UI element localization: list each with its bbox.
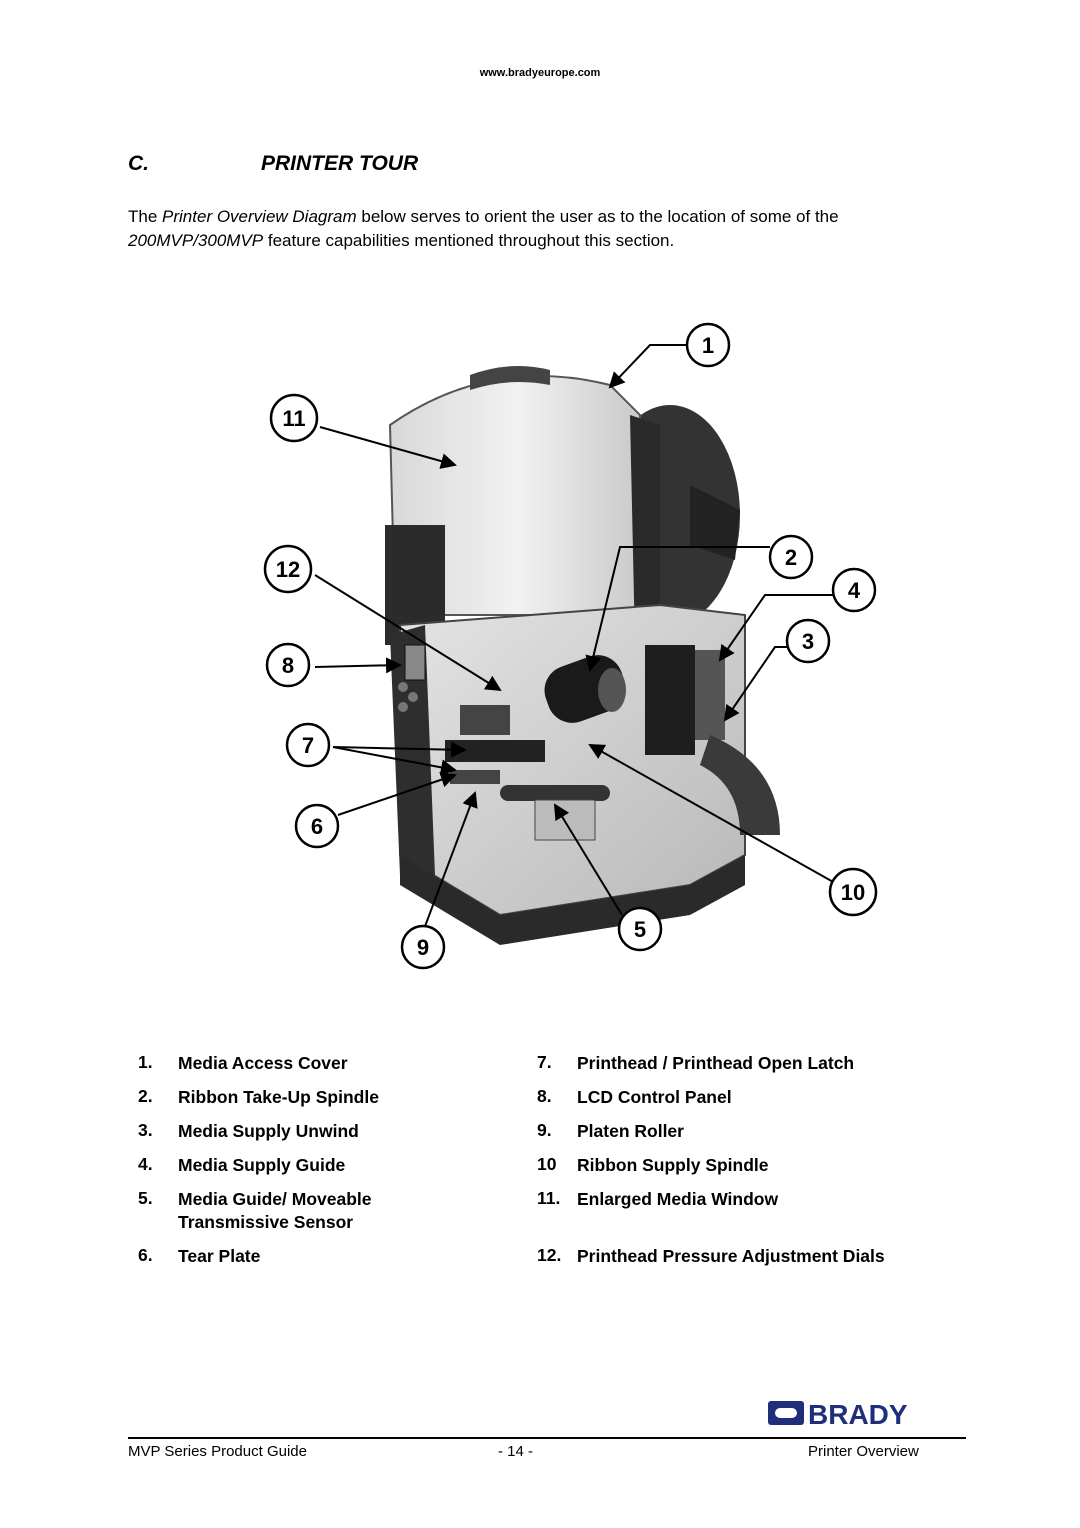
legend-num: 11. (537, 1188, 561, 1208)
legend-num: 3. (138, 1120, 153, 1140)
callout-9: 9 (400, 924, 446, 970)
legend-num: 10 (537, 1154, 557, 1174)
callout-1-label: 1 (702, 333, 714, 358)
leader-lines (314, 344, 860, 946)
callout-3-label: 3 (802, 629, 814, 654)
callout-12: 12 (263, 544, 313, 594)
legend-text: Media Guide/ Moveable Transmissive Senso… (178, 1189, 372, 1232)
callout-6: 6 (294, 803, 340, 849)
callout-2: 2 (768, 534, 814, 580)
section-heading: C. PRINTER TOUR (128, 152, 418, 176)
footer-left: MVP Series Product Guide (128, 1443, 307, 1460)
legend-text: Media Supply Unwind (178, 1121, 359, 1141)
legend-num: 7. (537, 1052, 552, 1072)
callout-12-label: 12 (276, 557, 300, 582)
intro-text-1: The (128, 207, 163, 226)
footer-divider (128, 1437, 966, 1439)
callout-11-label: 11 (282, 406, 305, 431)
section-letter: C. (128, 152, 149, 175)
intro-emph-2: 200MVP/300MVP (128, 231, 264, 250)
callout-4: 4 (831, 567, 877, 613)
callout-1: 1 (685, 322, 731, 368)
section-title: PRINTER TOUR (261, 152, 419, 175)
callout-9-label: 9 (417, 935, 429, 960)
legend-text: Ribbon Supply Spindle (577, 1155, 769, 1175)
intro-text-2: below serves to orient the user as to th… (356, 207, 839, 226)
callout-4-label: 4 (848, 578, 861, 603)
callout-7-label: 7 (302, 733, 314, 758)
header-url: www.bradyeurope.com (479, 67, 601, 79)
legend-num: 2. (138, 1086, 153, 1106)
legend-text: Enlarged Media Window (577, 1189, 779, 1209)
legend-text: Ribbon Take-Up Spindle (178, 1087, 379, 1107)
legend-num: 9. (537, 1120, 552, 1140)
legend-num: 6. (138, 1245, 153, 1265)
brady-logo-text: BRADY (808, 1399, 908, 1429)
callout-7: 7 (285, 722, 331, 768)
callout-2-label: 2 (785, 545, 797, 570)
footer-page-number: - 14 - (498, 1443, 534, 1460)
legend-text: Tear Plate (178, 1246, 261, 1266)
callout-6-label: 6 (311, 814, 323, 839)
legend-num: 4. (138, 1154, 153, 1174)
legend-text: Platen Roller (577, 1121, 684, 1141)
legend-text: Media Supply Guide (178, 1155, 346, 1175)
legend-num: 8. (537, 1086, 552, 1106)
brady-logo: BRADY (768, 1399, 908, 1429)
intro-paragraph: The Printer Overview Diagram below serve… (128, 205, 948, 253)
footer-right: Printer Overview (808, 1443, 919, 1460)
callout-circles: 1 11 2 12 4 3 8 7 6 10 5 9 (263, 322, 878, 970)
printer-overview-diagram: 1 11 2 12 4 3 8 7 6 10 5 9 (263, 322, 878, 970)
intro-text-3: feature capabilities mentioned throughou… (263, 231, 675, 250)
legend-text: Media Access Cover (178, 1053, 348, 1073)
legend-num: 12. (537, 1245, 562, 1265)
legend-text: LCD Control Panel (577, 1087, 732, 1107)
callout-10: 10 (828, 867, 878, 917)
legend-num: 5. (138, 1188, 153, 1208)
legend-num: 1. (138, 1052, 153, 1072)
callout-5-label: 5 (634, 917, 646, 942)
legend-text: Printhead Pressure Adjustment Dials (577, 1246, 885, 1266)
callout-5: 5 (617, 906, 663, 952)
callout-8: 8 (265, 642, 311, 688)
callout-10-label: 10 (841, 880, 865, 905)
callout-8-label: 8 (282, 653, 294, 678)
callout-11: 11 (269, 393, 319, 443)
intro-emph-1: Printer Overview Diagram (162, 207, 357, 226)
legend-text: Printhead / Printhead Open Latch (577, 1053, 855, 1073)
callout-3: 3 (785, 618, 831, 664)
